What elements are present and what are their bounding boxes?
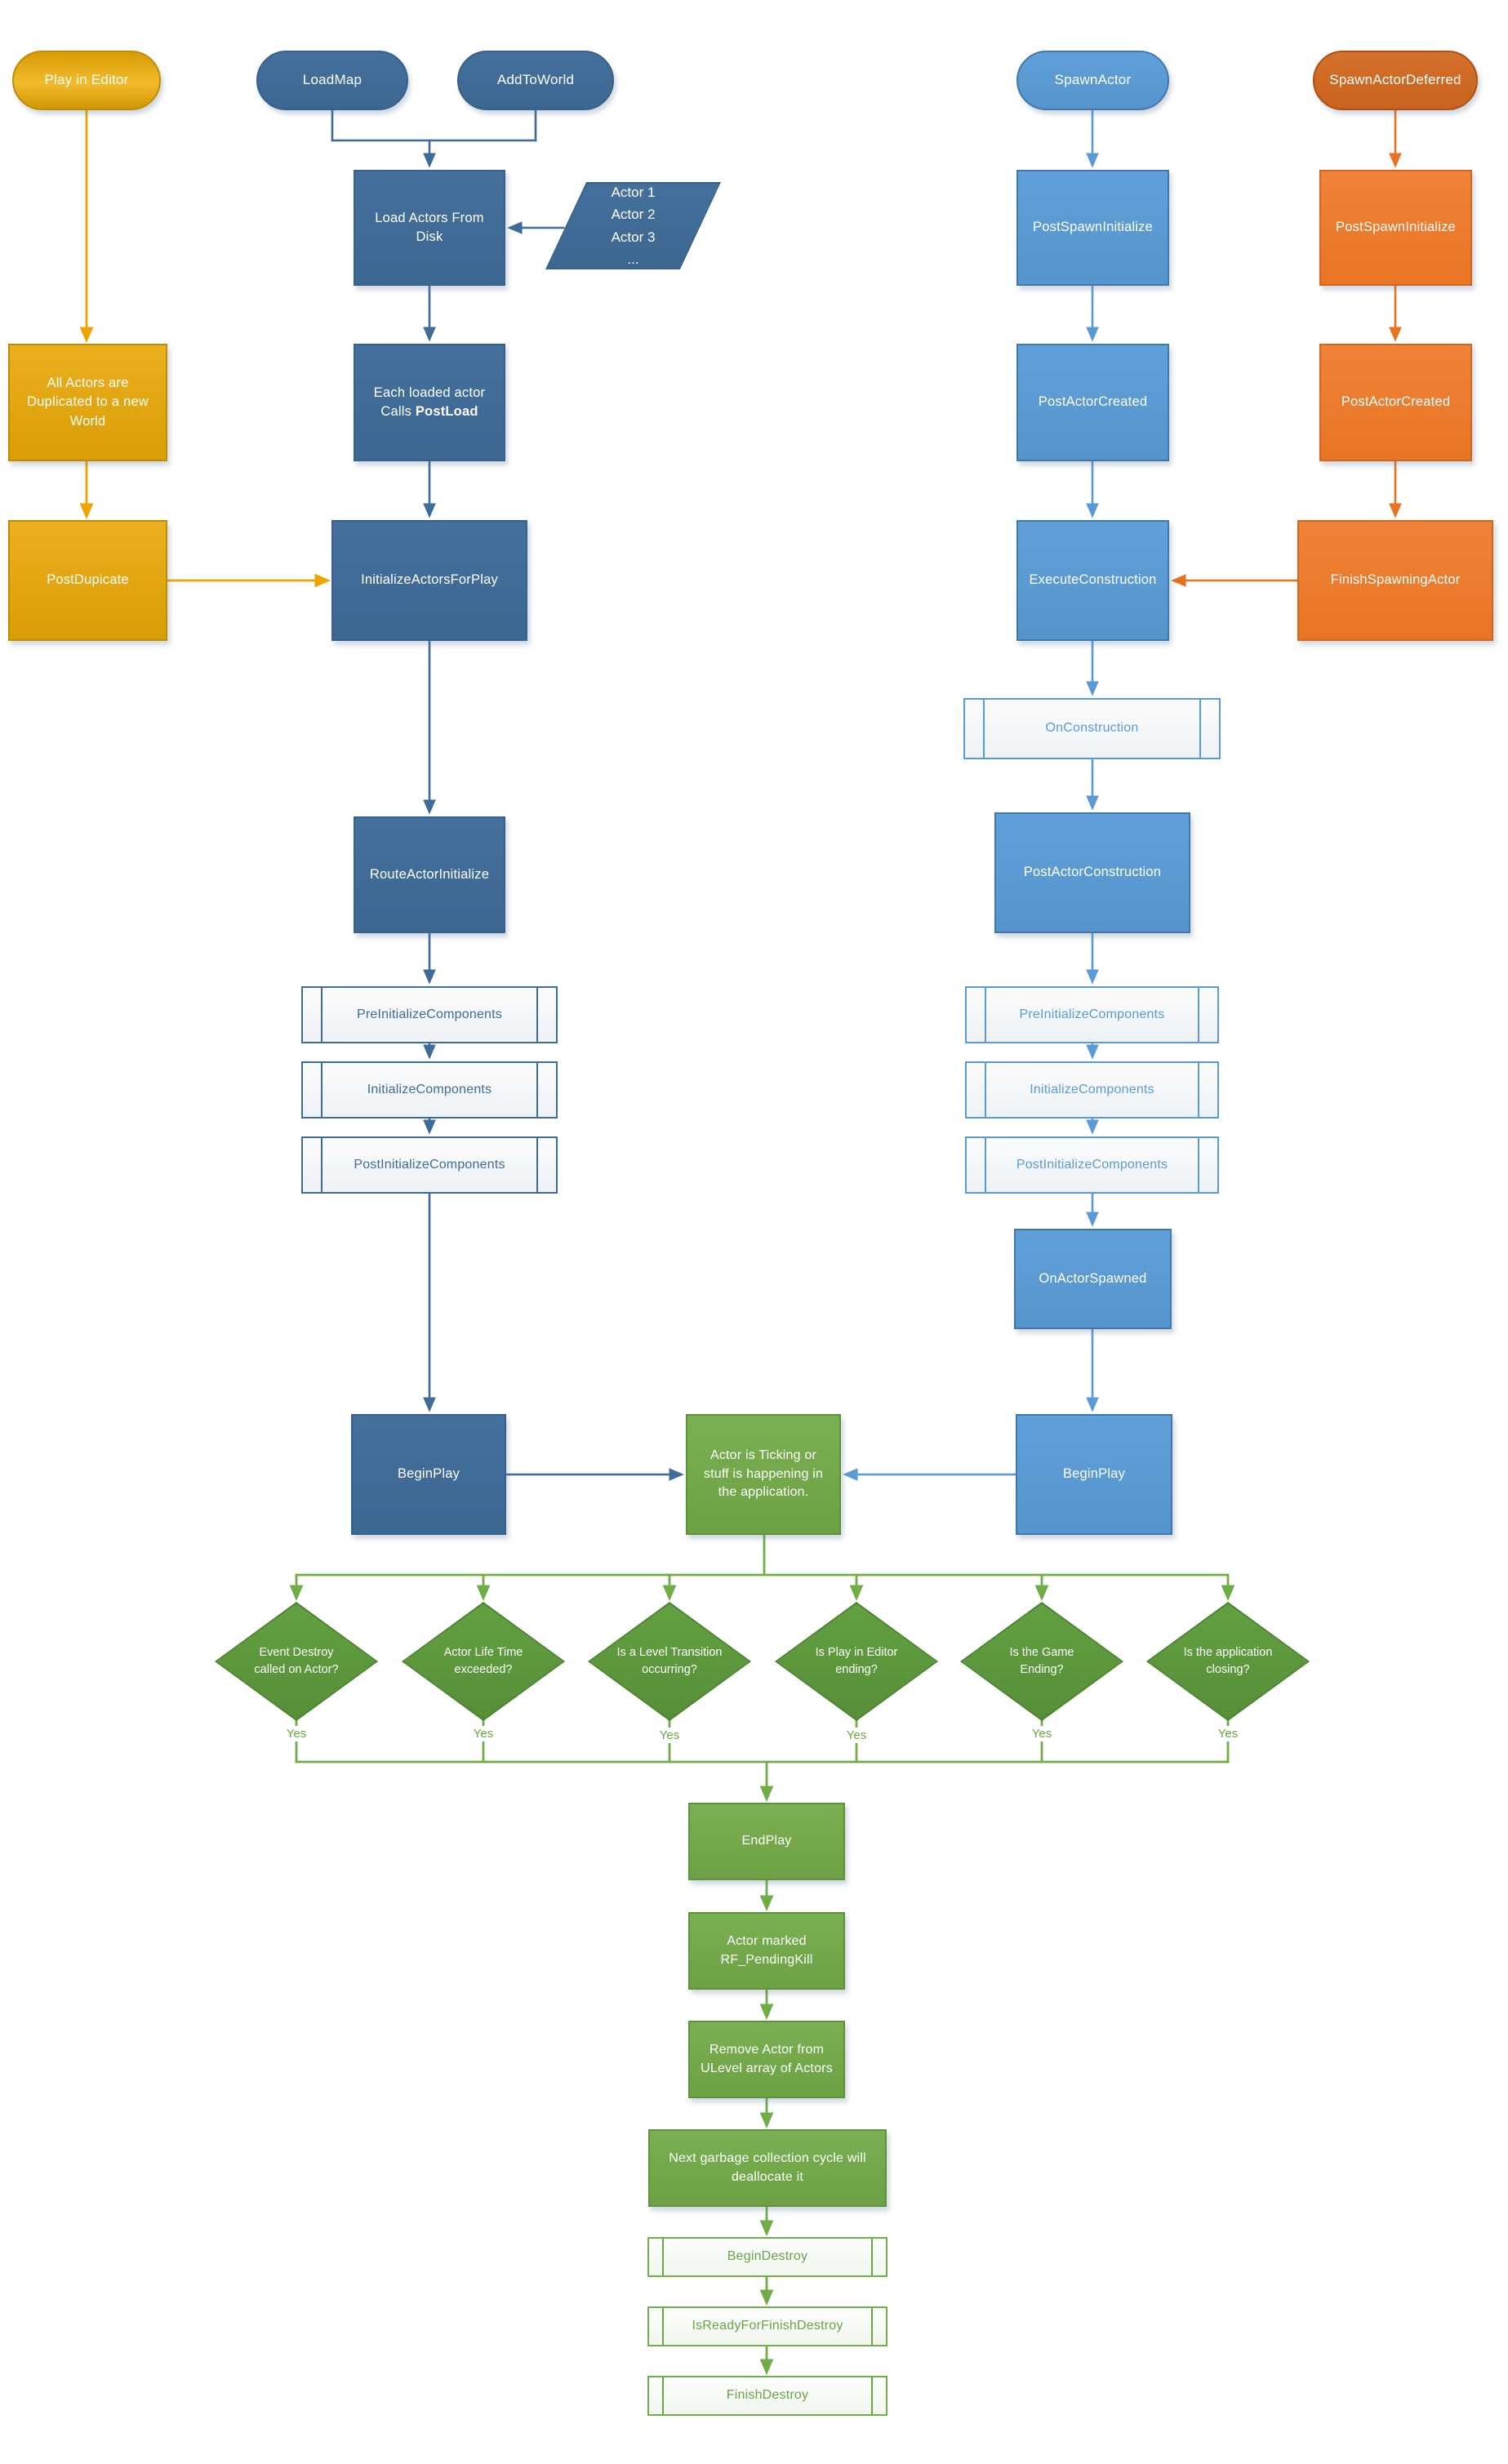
node-initialize-actors-for-play: InitializeActorsForPlay xyxy=(331,520,527,641)
node-pre-initialize-components-right: PreInitializeComponents xyxy=(965,986,1219,1043)
node-is-ready-for-finish-destroy: IsReadyForFinishDestroy xyxy=(647,2306,887,2346)
node-route-actor-initialize: RouteActorInitialize xyxy=(354,816,505,933)
subprocess-bar xyxy=(985,1063,986,1117)
yes-label: Yes xyxy=(273,1726,320,1741)
actor-list-item: Actor 2 xyxy=(611,207,656,223)
node-begin-play-right: BeginPlay xyxy=(1016,1414,1172,1535)
node-spawnactordeferred: SpawnActorDeferred xyxy=(1313,51,1478,110)
node-pre-initialize-components-left: PreInitializeComponents xyxy=(301,986,558,1043)
subprocess-bar xyxy=(985,988,986,1042)
node-initialize-components-right: InitializeComponents xyxy=(965,1061,1219,1119)
subprocess-bar xyxy=(1199,700,1201,758)
subprocess-bar xyxy=(662,2308,664,2345)
yes-label: Yes xyxy=(1018,1726,1065,1741)
subprocess-bar xyxy=(1198,1063,1199,1117)
node-actor-marked-pendingkill: Actor marked RF_PendingKill xyxy=(688,1912,845,1990)
node-endplay: EndPlay xyxy=(688,1803,845,1880)
node-garbage-collection: Next garbage collection cycle will deall… xyxy=(648,2129,887,2207)
node-on-construction: OnConstruction xyxy=(963,698,1221,759)
node-finish-destroy: FinishDestroy xyxy=(647,2376,887,2416)
node-initialize-components-left: InitializeComponents xyxy=(301,1061,558,1119)
yes-label: Yes xyxy=(1204,1726,1252,1741)
subprocess-bar xyxy=(536,988,538,1042)
node-load-actors-from-disk: Load Actors From Disk xyxy=(354,170,505,286)
subprocess-bar xyxy=(662,2377,664,2414)
node-post-initialize-components-left: PostInitializeComponents xyxy=(301,1136,558,1194)
actor-list-item: ... xyxy=(627,251,639,267)
node-begin-destroy: BeginDestroy xyxy=(647,2237,887,2277)
node-play-in-editor: Play in Editor xyxy=(12,51,161,110)
subprocess-bar xyxy=(536,1138,538,1192)
node-post-spawn-initialize-orange: PostSpawnInitialize xyxy=(1319,170,1472,286)
node-on-actor-spawned: OnActorSpawned xyxy=(1014,1229,1172,1329)
node-addtoworld: AddToWorld xyxy=(457,51,614,110)
actor-list-item: Actor 1 xyxy=(611,185,656,201)
node-all-actors-duplicated: All Actors are Duplicated to a new World xyxy=(8,344,167,461)
subprocess-bar xyxy=(985,1138,986,1192)
subprocess-bar xyxy=(871,2377,873,2414)
yes-label: Yes xyxy=(833,1728,880,1743)
node-spawnactor: SpawnActor xyxy=(1016,51,1169,110)
node-post-actor-construction: PostActorConstruction xyxy=(994,812,1190,933)
yes-label: Yes xyxy=(460,1726,507,1741)
node-post-spawn-initialize-blue: PostSpawnInitialize xyxy=(1016,170,1169,286)
node-actor-ticking: Actor is Ticking or stuff is happening i… xyxy=(686,1414,841,1535)
subprocess-bar xyxy=(662,2239,664,2275)
subprocess-bar xyxy=(983,700,985,758)
actor-list-item: Actor 3 xyxy=(611,229,656,245)
subprocess-bar xyxy=(1198,1138,1199,1192)
subprocess-bar xyxy=(321,988,323,1042)
node-begin-play-left: BeginPlay xyxy=(351,1414,506,1535)
yes-label: Yes xyxy=(646,1728,693,1743)
subprocess-bar xyxy=(321,1138,323,1192)
subprocess-bar xyxy=(1198,988,1199,1042)
node-each-loaded-actor: Each loaded actor Calls PostLoad xyxy=(354,344,505,461)
node-post-initialize-components-right: PostInitializeComponents xyxy=(965,1136,1219,1194)
node-post-actor-created-blue: PostActorCreated xyxy=(1016,344,1169,461)
subprocess-bar xyxy=(536,1063,538,1117)
node-finish-spawning-actor: FinishSpawningActor xyxy=(1297,520,1493,641)
node-postdupicate: PostDupicate xyxy=(8,520,167,641)
subprocess-bar xyxy=(871,2239,873,2275)
node-loadmap: LoadMap xyxy=(256,51,408,110)
subprocess-bar xyxy=(871,2308,873,2345)
node-remove-actor-from-ulevel: Remove Actor from ULevel array of Actors xyxy=(688,2021,845,2098)
node-execute-construction: ExecuteConstruction xyxy=(1016,520,1169,641)
node-post-actor-created-orange: PostActorCreated xyxy=(1319,344,1472,461)
subprocess-bar xyxy=(321,1063,323,1117)
